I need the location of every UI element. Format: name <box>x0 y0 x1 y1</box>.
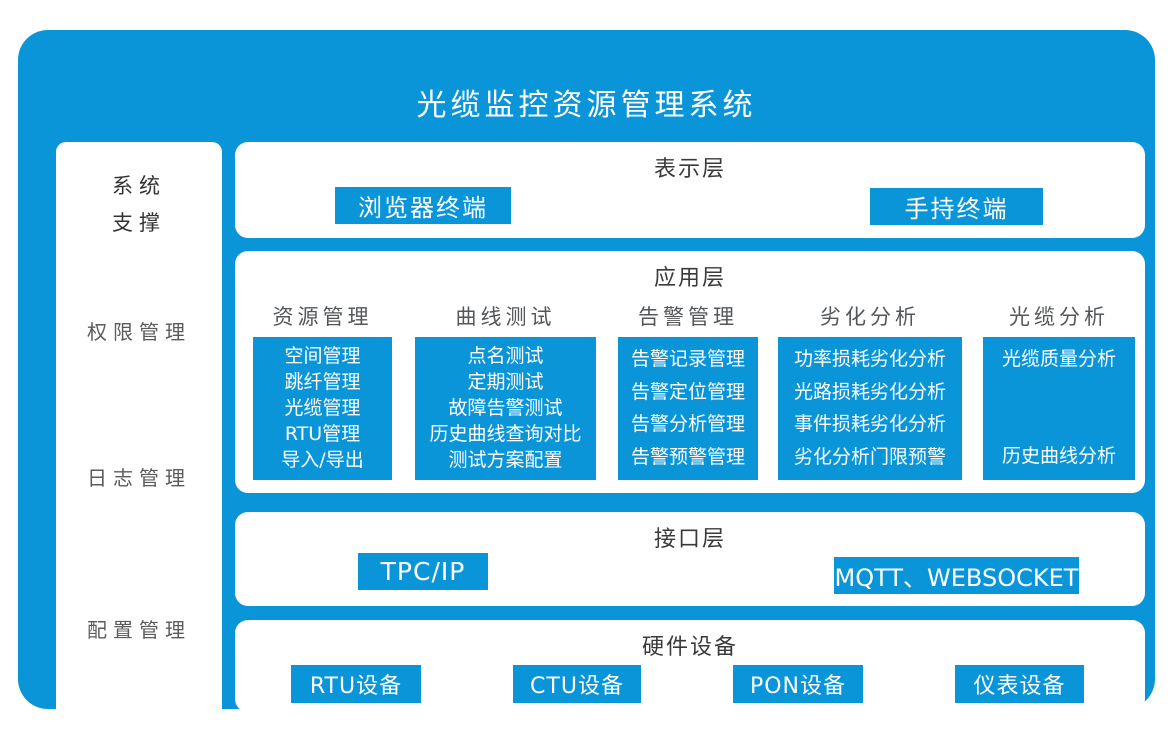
app-item: 测试方案配置 <box>448 449 563 472</box>
ctu-device-block: CTU设备 <box>513 665 641 703</box>
pon-device-block: PON设备 <box>733 665 863 703</box>
app-item: 故障告警测试 <box>448 396 563 419</box>
interface-layer-title: 接口层 <box>653 527 726 552</box>
app-item: 光缆管理 <box>284 396 361 419</box>
app-item: 告警记录管理 <box>630 347 745 370</box>
system-container: 光缆监控资源管理系统 系统 支撑 权限管理 日志管理 配置管理 表示层 浏览器终… <box>18 30 1155 718</box>
hardware-layer-title: 硬件设备 <box>641 635 738 660</box>
alarm-management-block: 告警记录管理 告警定位管理 告警分析管理 告警预警管理 <box>618 337 758 480</box>
column-header-curve-testing: 曲线测试 <box>455 305 556 329</box>
cable-analysis-block: 光缆质量分析 历史曲线分析 <box>983 337 1135 480</box>
app-item: 跳纤管理 <box>284 370 361 393</box>
column-header-alarm-management: 告警管理 <box>638 305 738 329</box>
app-item: 告警定位管理 <box>630 380 745 403</box>
app-item: 劣化分析门限预警 <box>793 446 946 469</box>
presentation-layer-title: 表示层 <box>653 157 726 182</box>
app-item: 功率损耗劣化分析 <box>793 347 946 370</box>
tcpip-block: TPC/IP <box>358 553 488 590</box>
application-layer-title: 应用层 <box>653 266 726 291</box>
app-item: 告警预警管理 <box>630 446 745 469</box>
sidebar-heading: 系统 支撑 <box>112 174 166 235</box>
app-item: 定期测试 <box>467 370 544 393</box>
column-header-cable-analysis: 光缆分析 <box>1009 305 1109 329</box>
app-item: 空间管理 <box>284 344 361 367</box>
handheld-terminal-block: 手持终端 <box>870 188 1043 225</box>
degradation-analysis-block: 功率损耗劣化分析 光路损耗劣化分析 事件损耗劣化分析 劣化分析门限预警 <box>778 337 962 480</box>
app-item: RTU管理 <box>284 423 361 446</box>
app-item: 历史曲线查询对比 <box>429 423 582 446</box>
app-item: 光缆质量分析 <box>1001 348 1116 370</box>
sidebar-system-support: 系统 支撑 权限管理 日志管理 配置管理 <box>56 142 222 718</box>
curve-testing-block: 点名测试 定期测试 故障告警测试 历史曲线查询对比 测试方案配置 <box>415 337 596 480</box>
app-item: 历史曲线分析 <box>1001 445 1116 467</box>
sidebar-item-permission-management: 权限管理 <box>87 320 191 344</box>
application-layer-panel: 应用层 资源管理 空间管理 跳纤管理 光缆管理 RTU管理 导入/导出 曲线测试… <box>235 251 1145 493</box>
browser-terminal-block: 浏览器终端 <box>335 187 511 224</box>
page-title: 光缆监控资源管理系统 <box>416 88 757 123</box>
app-item: 点名测试 <box>467 344 544 367</box>
mqtt-websocket-block: MQTT、WEBSOCKET <box>834 557 1079 594</box>
column-header-resource-management: 资源管理 <box>272 305 373 329</box>
app-item: 告警分析管理 <box>630 413 745 436</box>
app-item: 光路损耗劣化分析 <box>793 380 946 403</box>
sidebar-item-log-management: 日志管理 <box>87 466 191 490</box>
instrument-device-block: 仪表设备 <box>955 665 1084 703</box>
column-header-degradation-analysis: 劣化分析 <box>820 305 920 329</box>
presentation-layer-panel: 表示层 浏览器终端 手持终端 <box>235 142 1145 238</box>
rtu-device-block: RTU设备 <box>291 665 421 703</box>
app-item: 事件损耗劣化分析 <box>793 413 946 436</box>
app-item: 导入/导出 <box>281 449 364 472</box>
interface-layer-panel: 接口层 TPC/IP MQTT、WEBSOCKET <box>235 512 1145 606</box>
resource-management-block: 空间管理 跳纤管理 光缆管理 RTU管理 导入/导出 <box>253 337 392 480</box>
hardware-layer-panel: 硬件设备 RTU设备 CTU设备 PON设备 仪表设备 <box>235 620 1145 712</box>
sidebar-item-config-management: 配置管理 <box>87 618 191 642</box>
